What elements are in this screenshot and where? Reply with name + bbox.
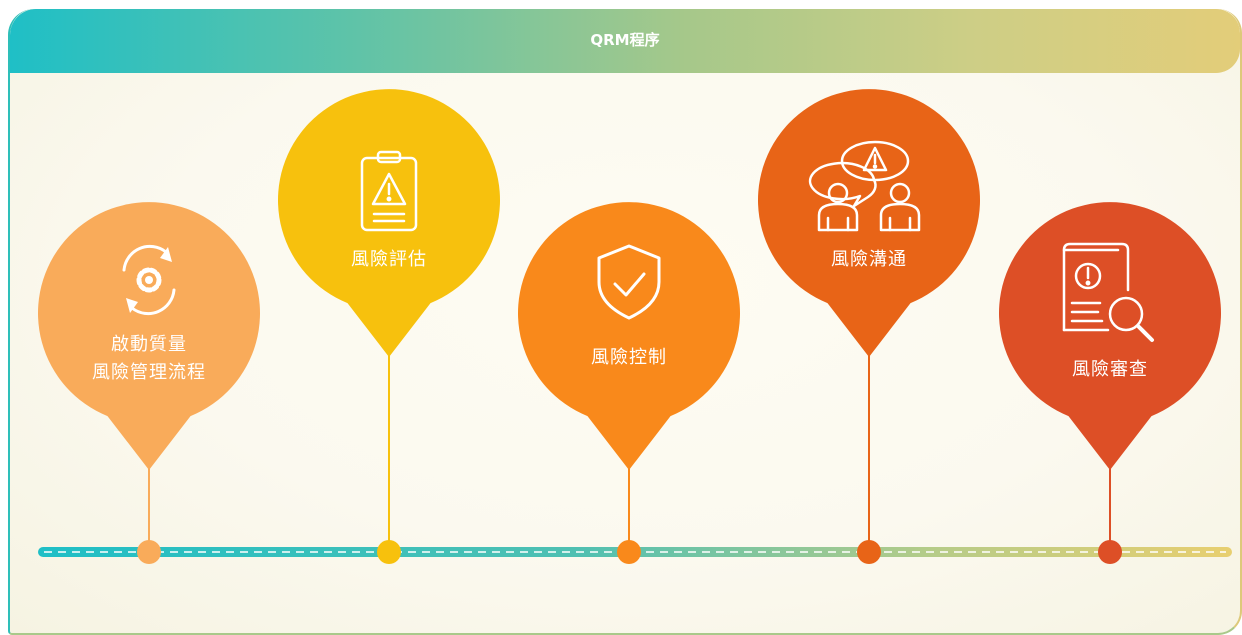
step-label-line: 風險溝通 [831,249,907,270]
step-risk-control: 風險控制 [518,202,740,564]
step-risk-review: 風險審查 [999,202,1221,564]
document-search-icon [1062,242,1154,342]
step-dot [1098,540,1122,564]
step-label-line: 風險評估 [351,249,427,270]
step-pin [999,202,1221,470]
step-risk-communication: 風險溝通 [758,89,980,564]
step-label-line: 風險審查 [1072,359,1148,380]
step-pin [278,89,500,357]
clipboard-warning-icon [360,150,418,232]
shield-check-icon [597,244,661,320]
step-pin [37,202,260,470]
header-bar: QRM程序 [10,9,1240,73]
refresh-gear-icon [122,244,176,316]
header-title: QRM程序 [590,30,660,49]
step-label-line: 風險控制 [591,347,667,368]
step-dot [857,540,881,564]
step-dot [617,540,641,564]
step-start-qrm: 啟動質量 風險管理流程 [37,202,260,564]
step-label-line: 風險管理流程 [92,362,206,383]
people-warning-bubble-icon [808,140,921,232]
step-dot [377,540,401,564]
step-pin [758,89,980,357]
step-pin [518,202,740,470]
step-label-line: 啟動質量 [111,334,187,355]
step-risk-assessment: 風險評估 [278,89,500,564]
step-dot [137,540,161,564]
